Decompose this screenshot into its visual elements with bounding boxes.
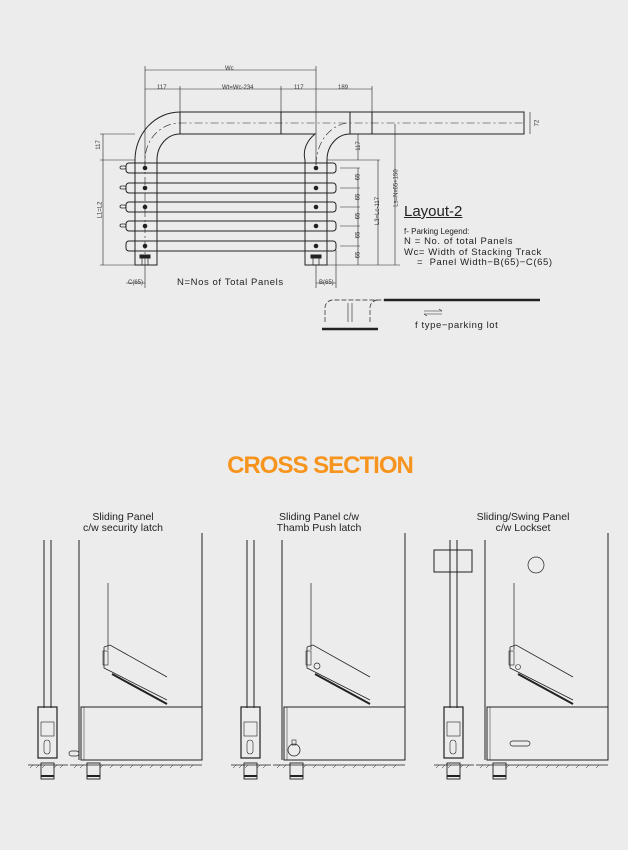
section-caption-thumb-push-latch: Sliding Panel c/w Thamb Push latch [229, 512, 409, 534]
dim-pitch-2: 65 [355, 193, 362, 201]
dim-l3: L3=Lc-117 [375, 196, 382, 226]
dim-left-offset: 117 [157, 85, 167, 91]
dim-right-offset: 117 [294, 85, 304, 91]
caption-line-2: c/w Lockset [495, 522, 551, 534]
cross-section-security-latch [27, 532, 203, 780]
dim-pitch-1: 65 [355, 173, 362, 181]
parking-caption: f type−parking lot [415, 320, 499, 331]
dim-l1: L1=L2 [97, 201, 104, 219]
dim-c65: C(65) [128, 280, 144, 286]
caption-line-1: Sliding/Swing Panel [476, 511, 570, 523]
dim-wc: Wc [225, 66, 234, 72]
stacked-panels [119, 162, 337, 266]
dim-pitch-4: 65 [355, 231, 362, 239]
panels-note: N=Nos of Total Panels [177, 277, 284, 288]
f-type-parking-diagram [322, 298, 540, 331]
dim-left-height: 117 [95, 140, 102, 150]
dim-b65: B(65) [319, 280, 334, 286]
dim-track-depth: 72 [534, 119, 541, 127]
caption-line-2: c/w security latch [83, 522, 163, 534]
dim-pitch-3: 65 [355, 212, 362, 220]
dim-right-height: 117 [355, 141, 362, 151]
legend-heading: f- Parking Legend: [404, 227, 470, 236]
layout-title: Layout-2 [404, 203, 463, 220]
cross-section-title: CROSS SECTION [227, 452, 414, 479]
dim-pitch-5: 65 [355, 251, 362, 259]
caption-line-1: Sliding Panel [92, 511, 154, 523]
legend-line-formula: = Panel Width−B(65)−C(65) [404, 257, 553, 268]
cross-section-lockset [433, 532, 609, 780]
legend-line-n: N = No. of total Panels [404, 236, 514, 247]
section-caption-security-latch: Sliding Panel c/w security latch [33, 512, 213, 534]
dim-wt: Wt=Wc-234 [222, 85, 254, 91]
dimension-lines [100, 66, 531, 288]
dim-ls: Ls=Nx65+150 [393, 169, 400, 207]
dim-extension: 189 [338, 85, 349, 91]
legend-line-wc: Wc= Width of Stacking Track [404, 246, 542, 258]
layout-plan [100, 66, 540, 331]
cross-section-thumb-push-latch [230, 532, 406, 780]
section-caption-lockset: Sliding/Swing Panel c/w Lockset [433, 512, 613, 534]
direction-arrows-icon [423, 308, 443, 317]
stacking-track [134, 111, 525, 266]
caption-line-2: Thamb Push latch [276, 522, 362, 534]
caption-line-1: Sliding Panel c/w [279, 511, 359, 523]
